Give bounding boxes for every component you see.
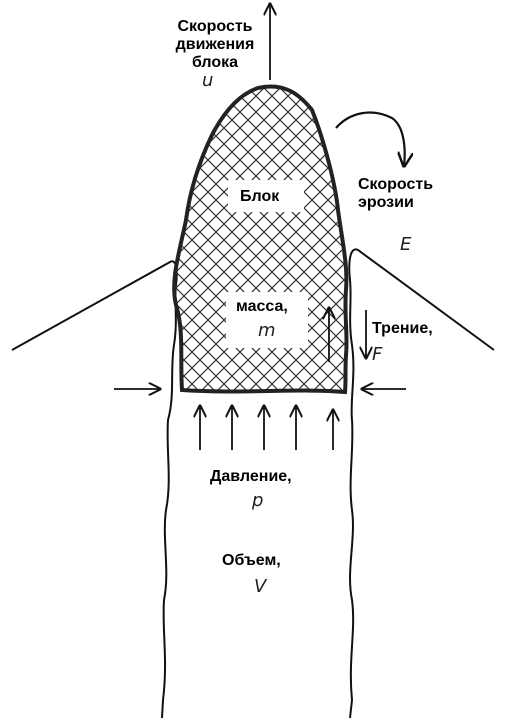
velocity-label-line3: блока [160,54,270,72]
velocity-symbol: u [202,70,213,91]
mass-symbol: m [258,320,276,341]
velocity-label-line2: движения [160,36,270,54]
erosion-arrow [336,113,405,166]
friction-symbol: F [372,344,382,365]
pressure-symbol: p [252,490,263,511]
velocity-label: Скорость движения блока [160,18,270,72]
block-label: Блок [240,188,279,206]
conduit-left-wall [12,261,177,718]
volume-label: Объем, [222,552,281,570]
erosion-label-line1: Скорость [358,176,433,194]
erosion-symbol: E [400,234,411,255]
pressure-label: Давление, [210,468,292,486]
erosion-label-line2: эрозии [358,194,433,212]
erosion-label: Скорость эрозии [358,176,433,212]
volume-symbol: V [254,576,266,597]
friction-label: Трение, [372,320,433,338]
velocity-label-line1: Скорость [160,18,270,36]
mass-label: масса, [236,298,288,316]
